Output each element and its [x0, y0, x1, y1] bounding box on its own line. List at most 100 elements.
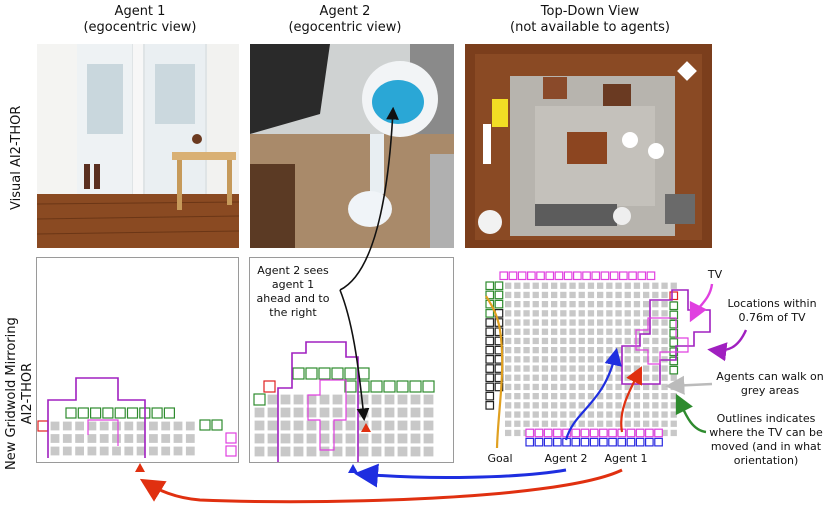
green-cell [253, 393, 266, 406]
grid-cell [577, 299, 587, 309]
grid-cell [586, 290, 596, 300]
grid-cell [568, 410, 577, 419]
grid-cell [383, 393, 396, 406]
grid-cell [61, 420, 73, 432]
grid-cell [383, 419, 396, 432]
black-cell [485, 327, 495, 337]
grid-cell [522, 299, 531, 309]
grid-cell [549, 355, 559, 364]
grid-cell [623, 327, 633, 337]
grid-cell [147, 445, 159, 457]
grid-cell [540, 355, 550, 364]
grid-cell [522, 290, 531, 300]
grid-cell [595, 355, 605, 364]
magenta-cell [525, 428, 535, 438]
grid-cell [135, 432, 147, 445]
grid-cell [331, 406, 344, 419]
grid-cell [595, 299, 605, 309]
green-cell [494, 281, 504, 291]
grid-cell [540, 364, 550, 373]
grid-cell [641, 309, 651, 318]
goal-arrow [485, 295, 504, 449]
grid-cell [540, 290, 550, 300]
grid-cell [549, 364, 559, 373]
grid-cell [512, 345, 522, 355]
green-cell [669, 356, 679, 366]
outlines-line2: where the TV can be [709, 426, 823, 439]
grid-cell [604, 318, 614, 327]
grid-cell [135, 420, 147, 432]
grid-cell [305, 406, 318, 419]
grid-cell [558, 410, 568, 419]
grid-cell [632, 290, 642, 300]
grid-cell [577, 382, 587, 392]
grid-cell [577, 345, 587, 355]
locations-arrow [707, 329, 748, 362]
grid-cell [595, 364, 605, 373]
grid-cell [623, 419, 633, 429]
grid-cell [632, 391, 642, 401]
agent2-sees-note: Agent 2 sees agent 1 ahead and to the ri… [250, 264, 336, 320]
grid-cell [540, 373, 550, 383]
agent1-purple-outline [47, 377, 146, 458]
green-cell [485, 290, 495, 300]
grid-cell [512, 373, 522, 383]
grid-cell [632, 355, 642, 364]
grid-cell [503, 318, 513, 327]
grid-cell [586, 391, 596, 401]
grid-cell [558, 419, 568, 429]
green-cell [344, 380, 357, 393]
green-cell [126, 407, 139, 419]
grid-cell [503, 290, 513, 300]
grid-cell [253, 445, 266, 458]
grid-cell [577, 290, 587, 300]
agent2-long-arrow [354, 463, 567, 488]
grid-cell [305, 445, 318, 458]
grid-cell [558, 309, 568, 318]
grid-cell [660, 419, 669, 429]
grid-cell [614, 401, 623, 410]
grid-cell [110, 432, 123, 445]
grid-cell [650, 364, 660, 373]
grid-cell [184, 420, 196, 432]
tv-arrow [689, 283, 714, 323]
grid-cell [549, 299, 559, 309]
walk-arrow [665, 375, 713, 395]
grid-cell [632, 309, 642, 318]
grid-cell [253, 419, 266, 432]
grid-cell [531, 336, 541, 346]
grid-cell [98, 420, 110, 432]
grid-cell [357, 393, 370, 406]
agent1-marker [135, 463, 145, 472]
grid-cell [650, 318, 660, 327]
outlines-line3: moved (and in what [710, 440, 822, 453]
grid-cell [604, 336, 614, 346]
magenta-cell [598, 428, 608, 438]
grid-cell [512, 428, 522, 438]
grid-cell [370, 445, 383, 458]
grid-cell [669, 281, 679, 291]
grid-cell [540, 281, 550, 291]
magenta-cell [543, 428, 553, 438]
grid-cell [595, 309, 605, 318]
grid-cell [577, 401, 587, 410]
grid-cell [147, 420, 159, 432]
grid-cell [623, 373, 633, 383]
grid-cell [558, 401, 568, 410]
grid-cell [614, 336, 623, 346]
green-cell [485, 281, 495, 291]
grid-cell [604, 419, 614, 429]
grid-cell [123, 445, 135, 457]
walk-line2: grey areas [740, 384, 800, 397]
grid-cell [409, 406, 422, 419]
grid-cell [172, 432, 184, 445]
grid-cell [623, 318, 633, 327]
black-cell [485, 401, 495, 410]
grid-cell [641, 391, 651, 401]
grid-cell [641, 299, 651, 309]
agent2-sees-line2: agent 1 [271, 278, 315, 291]
grid-cell [266, 432, 279, 445]
grid-cell [522, 345, 531, 355]
grid-cell [49, 445, 61, 457]
grid-cell [586, 382, 596, 392]
